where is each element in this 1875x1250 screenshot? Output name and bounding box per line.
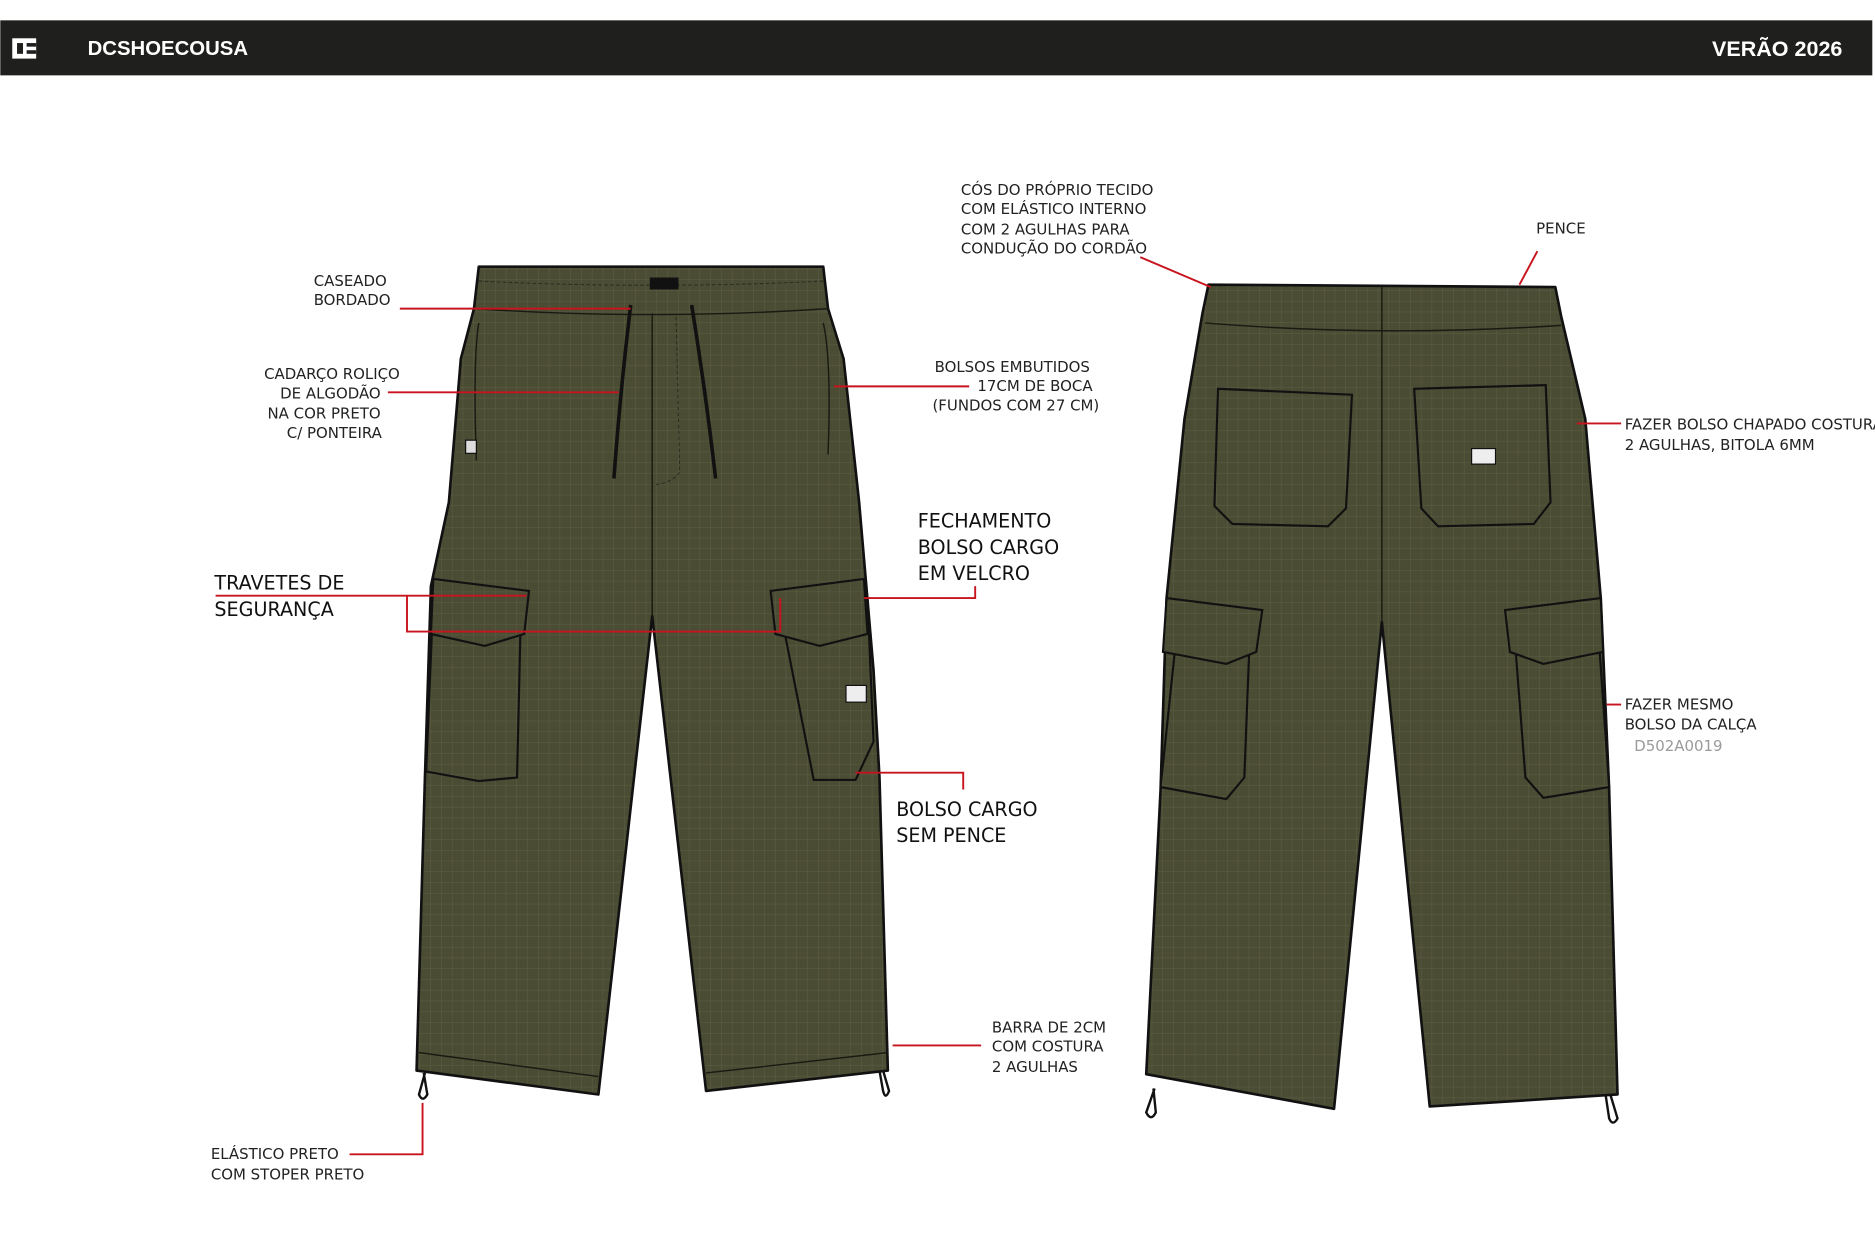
svg-text:BOLSO CARGO: BOLSO CARGO: [918, 536, 1059, 559]
svg-text:CASEADO: CASEADO: [314, 272, 387, 290]
svg-text:2 AGULHAS: 2 AGULHAS: [992, 1058, 1078, 1076]
svg-text:17CM DE BOCA: 17CM DE BOCA: [977, 377, 1093, 395]
callout-bolso-chapado: FAZER BOLSO CHAPADO COSTURA 2 AGULHAS, B…: [1625, 415, 1875, 453]
front-pants-drawing: [415, 265, 891, 1100]
callout-mesmo-bolso: FAZER MESMO BOLSO DA CALÇA D502A0019: [1625, 695, 1758, 755]
callout-fechamento: FECHAMENTO BOLSO CARGO EM VELCRO: [918, 510, 1059, 586]
callout-travetes: TRAVETES DE SEGURANÇA: [213, 572, 344, 621]
reference-code: D502A0019: [1634, 737, 1722, 755]
svg-text:COM STOPER PRETO: COM STOPER PRETO: [211, 1165, 364, 1183]
svg-text:BOLSO CARGO: BOLSO CARGO: [896, 798, 1037, 821]
svg-text:TRAVETES DE: TRAVETES DE: [213, 572, 344, 595]
callout-caseado: CASEADO BORDADO: [314, 272, 391, 309]
callout-bolsos-embutidos: BOLSOS EMBUTIDOS 17CM DE BOCA (FUNDOS CO…: [932, 358, 1099, 414]
svg-text:BARRA DE 2CM: BARRA DE 2CM: [992, 1018, 1106, 1036]
svg-text:BORDADO: BORDADO: [314, 291, 391, 309]
svg-text:CONDUÇÃO DO CORDÃO: CONDUÇÃO DO CORDÃO: [961, 240, 1147, 258]
svg-text:NA COR PRETO: NA COR PRETO: [268, 405, 381, 423]
svg-text:COM COSTURA: COM COSTURA: [992, 1037, 1104, 1055]
svg-text:DE ALGODÃO: DE ALGODÃO: [280, 384, 381, 402]
drawcord-left: [612, 304, 633, 479]
embroidered-logo-label: [649, 277, 679, 290]
svg-text:FECHAMENTO: FECHAMENTO: [918, 510, 1052, 533]
back-pants-drawing: [1144, 283, 1619, 1124]
svg-text:(FUNDOS COM 27 CM): (FUNDOS COM 27 CM): [932, 396, 1099, 414]
svg-text:COM 2 AGULHAS PARA: COM 2 AGULHAS PARA: [961, 220, 1131, 238]
svg-text:CÓS DO PRÓPRIO TECIDO: CÓS DO PRÓPRIO TECIDO: [961, 181, 1154, 199]
header-bar: [0, 20, 1873, 76]
svg-text:SEM PENCE: SEM PENCE: [896, 824, 1006, 847]
dc-logo-icon: [12, 38, 37, 59]
callout-cos: CÓS DO PRÓPRIO TECIDO COM ELÁSTICO INTER…: [961, 181, 1154, 258]
svg-text:ELÁSTICO PRETO: ELÁSTICO PRETO: [211, 1145, 339, 1163]
season-label: VERÃO 2026: [1712, 36, 1842, 61]
callout-elastico: ELÁSTICO PRETO COM STOPER PRETO: [211, 1145, 364, 1183]
callout-pence: PENCE: [1536, 219, 1586, 237]
callout-barra: BARRA DE 2CM COM COSTURA 2 AGULHAS: [992, 1018, 1106, 1075]
svg-text:BOLSOS EMBUTIDOS: BOLSOS EMBUTIDOS: [935, 358, 1090, 376]
svg-text:FAZER BOLSO CHAPADO COSTURA: FAZER BOLSO CHAPADO COSTURA: [1625, 415, 1875, 433]
svg-text:COM ELÁSTICO INTERNO: COM ELÁSTICO INTERNO: [961, 200, 1147, 218]
svg-text:BOLSO DA CALÇA: BOLSO DA CALÇA: [1625, 716, 1758, 734]
svg-text:SEGURANÇA: SEGURANÇA: [214, 598, 333, 621]
svg-text:FAZER MESMO: FAZER MESMO: [1625, 695, 1734, 713]
svg-text:C/ PONTEIRA: C/ PONTEIRA: [287, 424, 383, 442]
svg-text:EM VELCRO: EM VELCRO: [918, 562, 1030, 585]
callout-bolso-cargo: BOLSO CARGO SEM PENCE: [896, 798, 1037, 847]
svg-text:CADARÇO ROLIÇO: CADARÇO ROLIÇO: [264, 365, 400, 383]
brand-name: DCSHOECOUSA: [88, 38, 249, 60]
callout-cadarco: CADARÇO ROLIÇO DE ALGODÃO NA COR PRETO C…: [264, 365, 400, 442]
svg-text:2 AGULHAS, BITOLA 6MM: 2 AGULHAS, BITOLA 6MM: [1625, 436, 1815, 454]
drawcord-right: [689, 304, 718, 479]
